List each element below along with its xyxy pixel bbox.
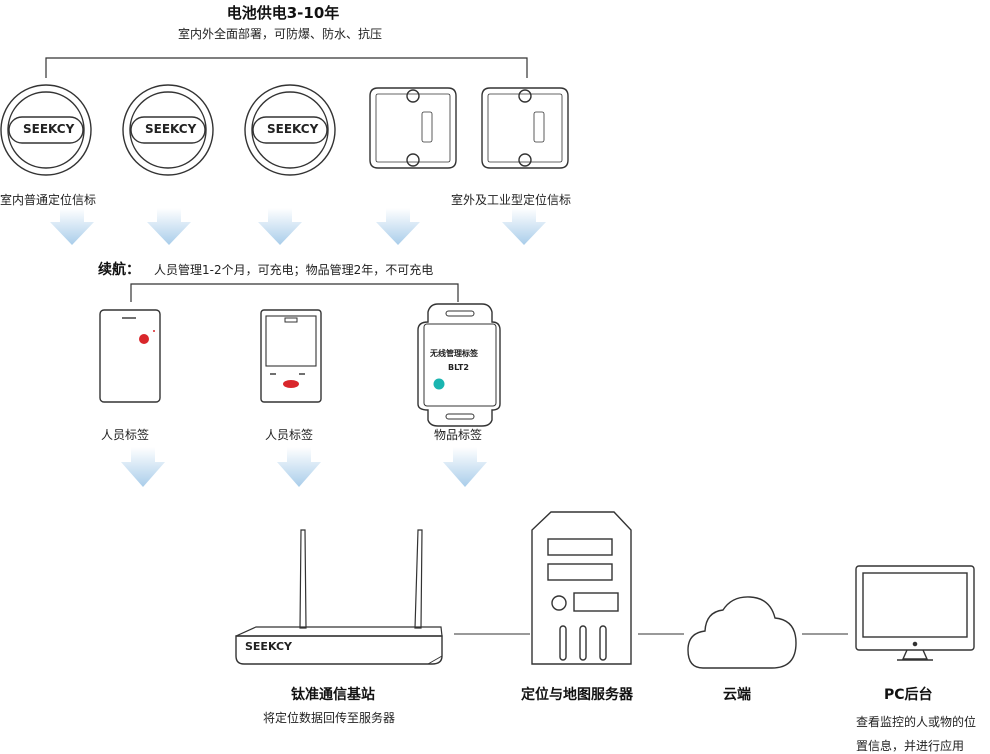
arrow-down-icon (121, 447, 487, 487)
outdoor-beacon-label: 室外及工业型定位信标 (451, 193, 572, 207)
item-tag-label: 物品标签 (434, 428, 483, 442)
pc-title: PC后台 (884, 687, 933, 703)
industrial-beacon-1 (369, 87, 457, 169)
item-tag (417, 303, 501, 427)
person-tag-2 (260, 309, 322, 403)
header-title: 电池供电3-10年 (226, 4, 340, 22)
endurance-label: 续航： (98, 262, 140, 278)
base-station-brand: SEEKCY (245, 640, 293, 653)
server-icon (531, 511, 632, 665)
person-tag-label-1: 人员标签 (101, 428, 150, 442)
base-station-desc: 将定位数据回传至服务器 (263, 711, 396, 725)
indoor-beacon-label: 室内普通定位信标 (0, 193, 97, 207)
cloud-icon (687, 596, 797, 669)
base-station-title: 钛准通信基站 (291, 687, 375, 703)
item-tag-screen-title: 无线管理标签 (430, 349, 478, 358)
brand-mark: SEEKCY (145, 122, 197, 136)
person-tag-1 (99, 309, 161, 403)
arrow-down-icon (50, 208, 546, 245)
round-beacon-2 (122, 84, 214, 176)
cloud-title: 云端 (723, 687, 751, 703)
monitor-icon (855, 565, 975, 661)
industrial-beacon-2 (481, 87, 569, 169)
tags-bracket (130, 283, 459, 302)
server-title: 定位与地图服务器 (521, 687, 633, 703)
round-beacon-3 (244, 84, 336, 176)
brand-mark: SEEKCY (267, 122, 319, 136)
person-tag-label-2: 人员标签 (265, 428, 314, 442)
item-tag-led (433, 378, 445, 390)
endurance-text: 人员管理1-2个月，可充电；物品管理2年，不可充电 (154, 263, 434, 277)
base-station (235, 529, 443, 665)
item-tag-model: BLT2 (448, 363, 469, 372)
round-beacon-1 (0, 84, 92, 176)
pc-desc-line1: 查看监控的人或物的位 (856, 715, 977, 729)
top-bracket (45, 57, 528, 78)
pc-desc-line2: 置信息，并进行应用 (856, 739, 965, 753)
brand-mark: SEEKCY (23, 122, 75, 136)
header-subtitle: 室内外全面部署，可防爆、防水、抗压 (178, 27, 383, 41)
